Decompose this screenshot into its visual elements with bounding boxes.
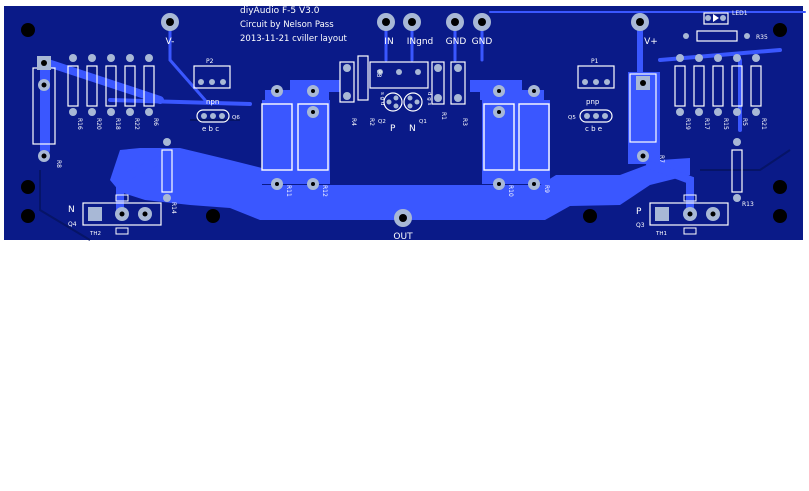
r3-label: R3 — [461, 118, 468, 126]
pnp-pins-label: c b e — [585, 125, 602, 133]
r1-label: R1 — [440, 112, 447, 120]
r6-label: R6 — [152, 118, 159, 126]
q3-transistor — [649, 194, 729, 235]
q6-label: Q6 — [232, 115, 240, 121]
r18-label: R18 — [114, 118, 121, 130]
r17-label: R17 — [703, 118, 710, 130]
board-date-line: 2013-11-21 cviller layout — [240, 34, 348, 44]
q5-transistor — [579, 109, 613, 123]
board-title: diyAudio F-5 V3.0 — [240, 6, 320, 16]
r10-label: R10 — [507, 185, 514, 197]
p1-label: P1 — [591, 58, 599, 65]
r11-label: R11 — [285, 185, 292, 197]
q1-pins-label: d g s — [426, 92, 432, 105]
r10-r9-resistors — [483, 85, 550, 190]
left-resistor-outlines — [32, 65, 173, 193]
gnd-label-1: GND — [446, 37, 467, 47]
p2-header — [193, 65, 231, 89]
q5-label: Q5 — [568, 115, 576, 121]
pcb-layout: V- V+ IN INgnd GND GND OUT diyAudio F-5 … — [4, 6, 806, 242]
r16-label: R16 — [76, 118, 83, 130]
r9-label: R9 — [543, 185, 550, 193]
r2-label: R2 — [368, 118, 375, 126]
v-minus-label: V- — [166, 37, 175, 47]
npn-pins-label: e b c — [202, 125, 219, 133]
npn-label: npn — [206, 98, 219, 106]
r12-label: R12 — [321, 185, 328, 197]
board-credit: Circuit by Nelson Pass — [240, 20, 334, 30]
right-resistor-outlines — [629, 65, 762, 193]
ingnd-label: INgnd — [407, 37, 434, 47]
left-resistor-pads — [37, 54, 171, 202]
q4-label: Q4 — [68, 221, 77, 228]
r21-label: R21 — [760, 118, 767, 130]
mounting-holes — [21, 23, 787, 223]
q2-label: Q2 — [378, 119, 386, 125]
led1-label: LED1 — [732, 10, 748, 17]
q4-n-label: N — [68, 205, 75, 215]
out-label: OUT — [393, 232, 413, 242]
p2-label: P2 — [206, 58, 214, 65]
p1-header — [577, 65, 615, 89]
r19-label: R19 — [684, 118, 691, 130]
r11-r12-resistors — [261, 85, 329, 190]
jfet-p-label: P — [390, 124, 396, 134]
r35-component — [683, 30, 750, 42]
connector-pads — [161, 13, 649, 227]
th2-label: TH2 — [89, 231, 101, 237]
r4-label: R4 — [350, 118, 357, 126]
p3-label: P3 — [375, 70, 382, 78]
v-plus-label: V+ — [644, 37, 658, 47]
r35-label: R35 — [756, 34, 768, 41]
q4-transistor — [82, 194, 162, 235]
r15-label: R15 — [722, 118, 729, 130]
r5-label: R5 — [741, 118, 748, 126]
power-traces — [40, 11, 806, 214]
in-label: IN — [384, 37, 393, 47]
q3-p-label: P — [636, 207, 642, 217]
r22-label: R22 — [133, 118, 140, 130]
right-resistor-pads — [636, 54, 760, 202]
th1-label: TH1 — [655, 231, 667, 237]
q1-label: Q1 — [419, 119, 427, 125]
r20-label: R20 — [95, 118, 102, 130]
q6-transistor — [196, 109, 230, 123]
jfet-n-label: N — [409, 124, 416, 134]
pnp-label: pnp — [586, 98, 600, 106]
r13-label: R13 — [742, 201, 754, 208]
r14-label: R14 — [170, 202, 177, 214]
r8-label: R8 — [55, 160, 62, 168]
gnd-label-2: GND — [472, 37, 493, 47]
input-stage-cluster — [339, 55, 466, 112]
pcb-board: V- V+ IN INgnd GND GND OUT diyAudio F-5 … — [4, 6, 806, 242]
q2-pins-label: s g d — [379, 92, 385, 105]
led1-component — [703, 12, 729, 25]
q3-label: Q3 — [636, 222, 645, 229]
r7-label: R7 — [658, 155, 665, 163]
